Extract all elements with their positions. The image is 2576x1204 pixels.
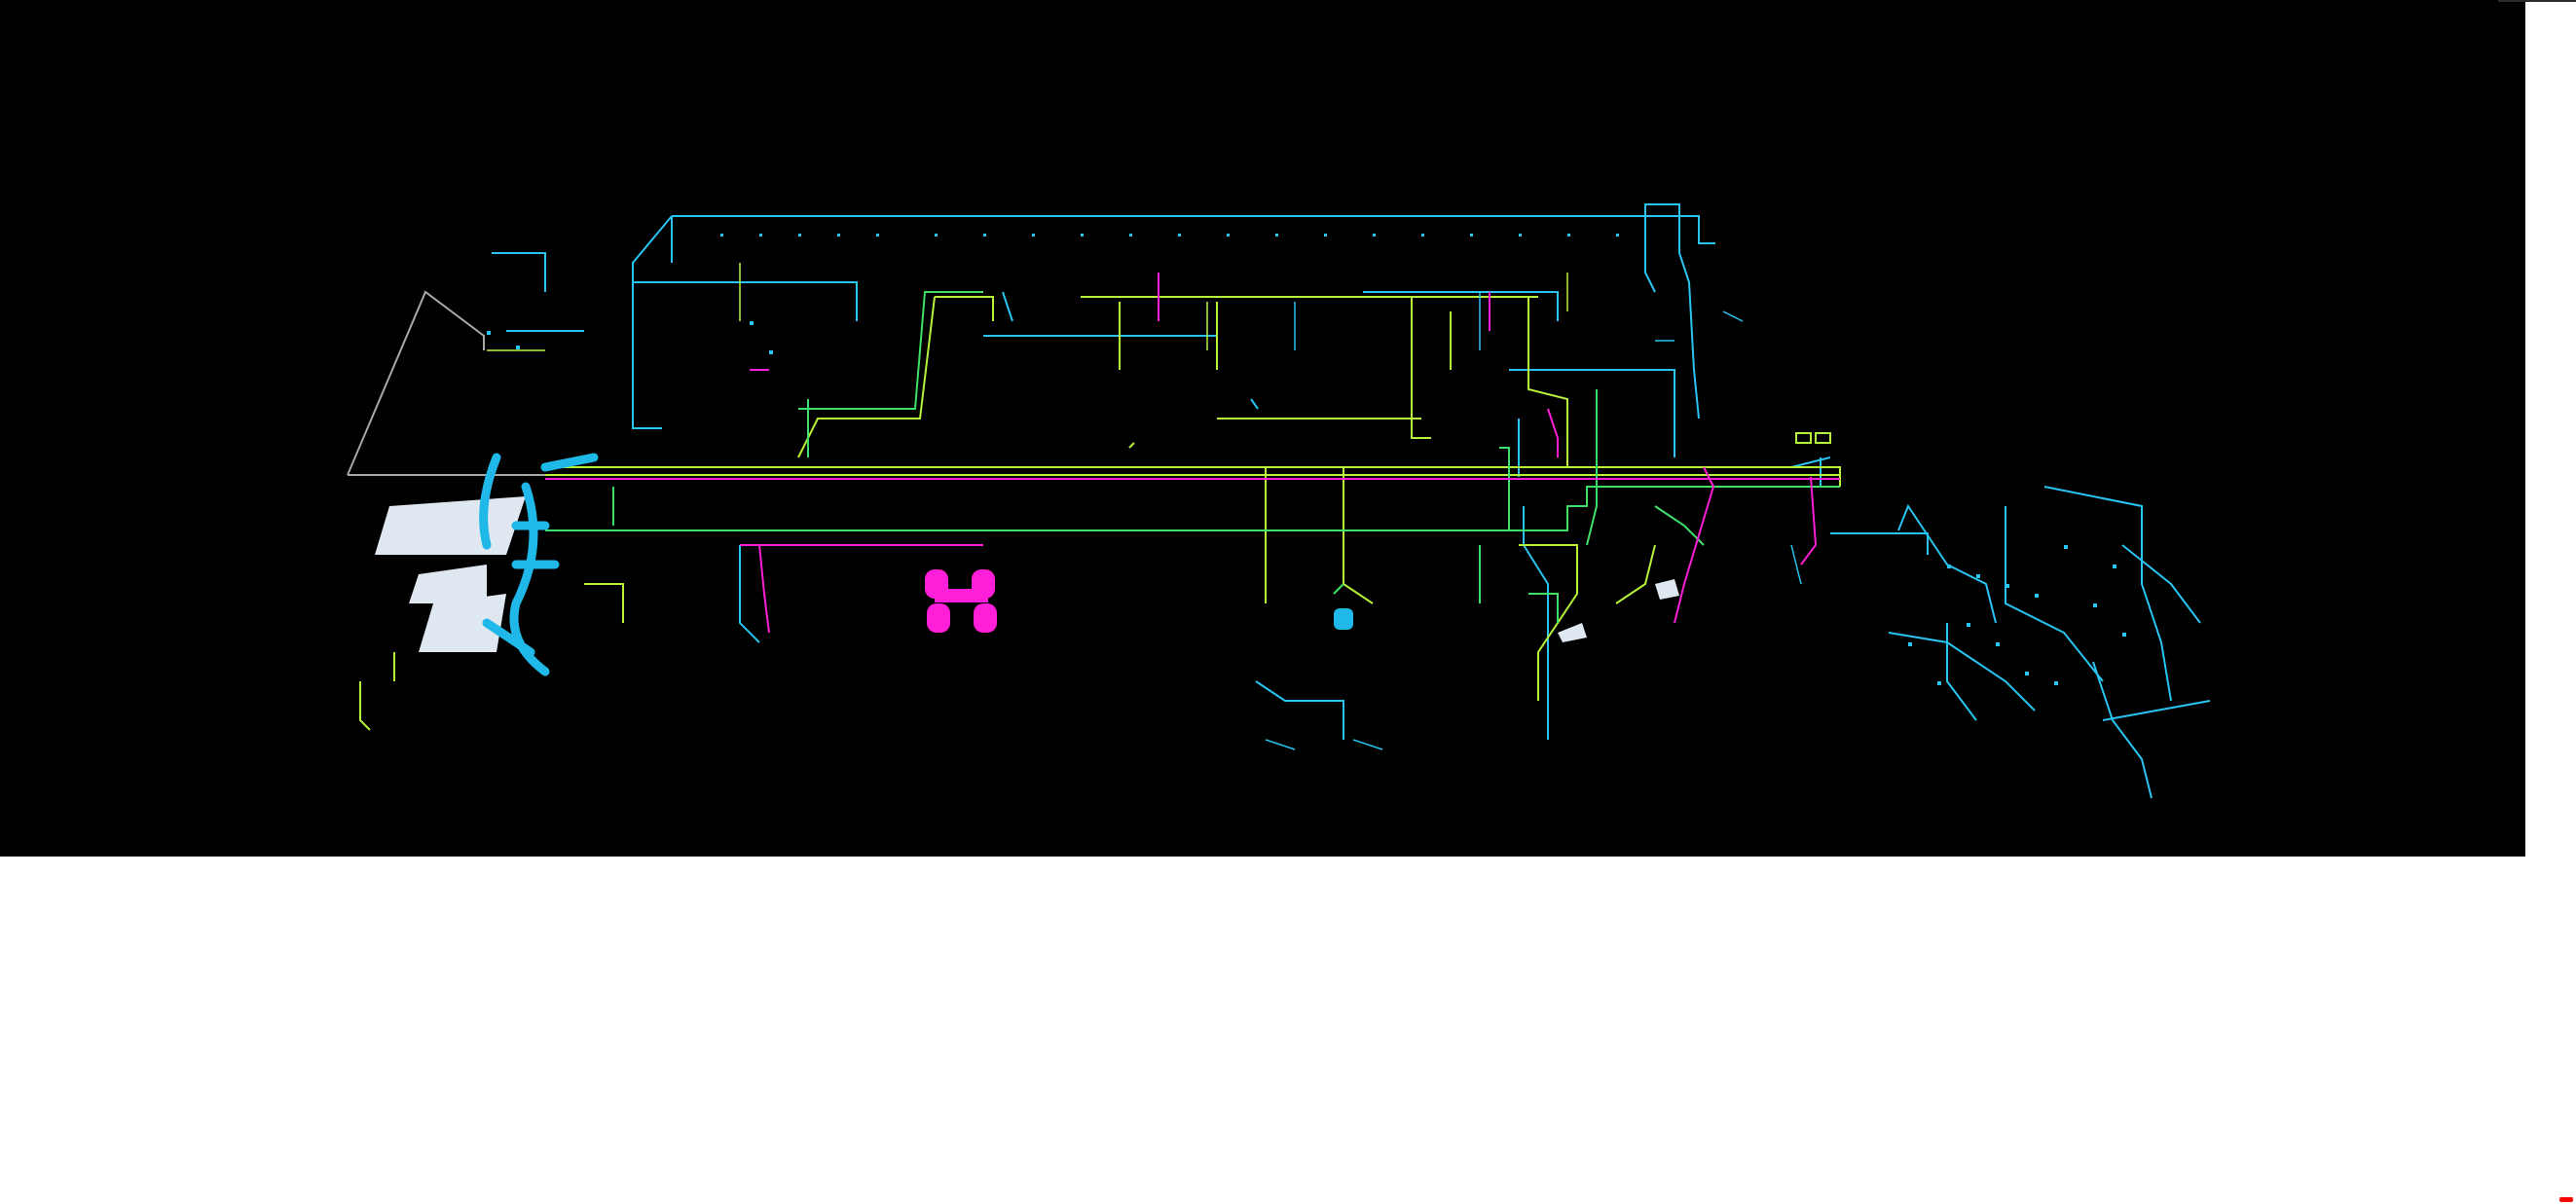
mechanical-room xyxy=(375,496,1679,652)
mep-model-render[interactable] xyxy=(0,0,2525,857)
chiller-unit xyxy=(1334,608,1353,630)
equipment-network xyxy=(545,273,1840,634)
status-indicator xyxy=(2559,1197,2573,1202)
window-edge-strip xyxy=(2498,0,2576,2)
detail-ticks xyxy=(487,263,1802,750)
hvac-fixtures xyxy=(487,234,2126,685)
water-network xyxy=(359,296,1841,731)
gas-network xyxy=(545,291,1840,623)
tank-cluster xyxy=(925,569,997,633)
main-ducts xyxy=(479,453,599,676)
3d-model-viewport[interactable] xyxy=(0,0,2525,857)
hvac-network xyxy=(492,203,2211,799)
building-outline xyxy=(347,290,633,476)
